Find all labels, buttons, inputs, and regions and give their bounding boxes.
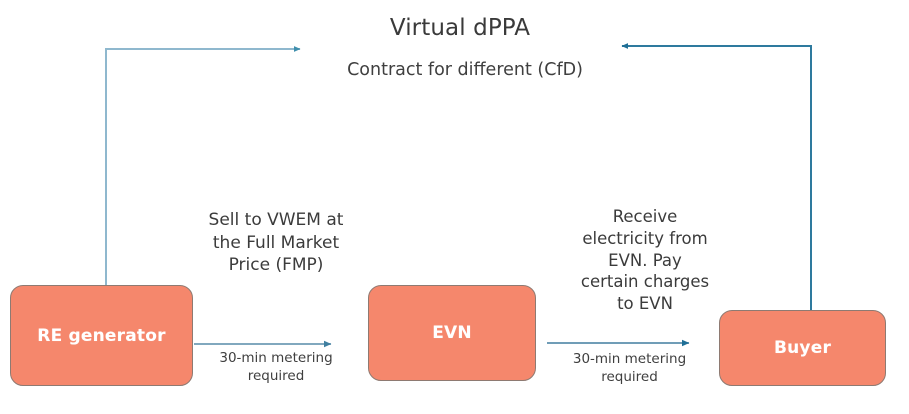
node-buyer-label: Buyer — [773, 338, 832, 358]
edge-label-metering-left: 30-min metering required — [219, 350, 333, 384]
diagram-title: Virtual dPPA — [389, 15, 531, 41]
edge-label-metering-right: 30-min metering required — [572, 351, 687, 385]
node-buyer[interactable]: Buyer — [719, 310, 886, 386]
node-re-generator[interactable]: RE generator — [10, 285, 193, 386]
node-evn-label: EVN — [432, 323, 472, 343]
diagram-subtitle: Contract for different (CfD) — [347, 60, 583, 80]
edge-label-sell-to-vwem: Sell to VWEM at the Full Market Price (F… — [208, 210, 344, 276]
node-evn[interactable]: EVN — [368, 285, 536, 381]
node-re-generator-label: RE generator — [37, 325, 166, 346]
edge-label-receive-from-evn: Receive electricity from EVN. Pay certai… — [580, 207, 710, 314]
